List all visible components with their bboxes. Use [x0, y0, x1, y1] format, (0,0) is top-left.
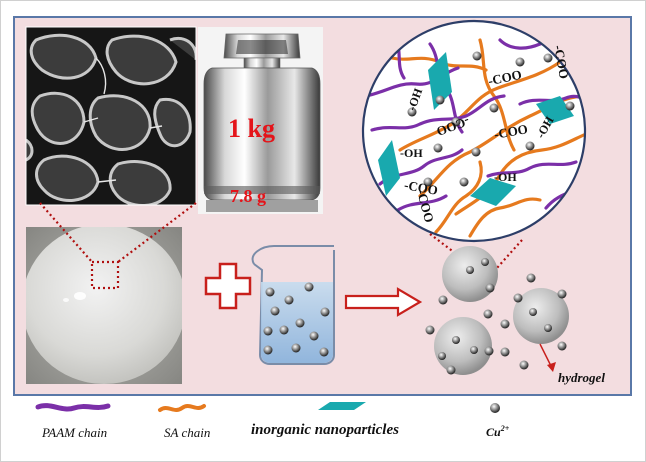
reaction-arrow [344, 287, 423, 317]
gel-sphere-3 [434, 317, 492, 375]
zoom-box [90, 260, 120, 290]
gel-sphere-2 [513, 288, 569, 344]
legend-cu-label: Cu2+ [486, 424, 509, 440]
legend-sa-label: SA chain [164, 425, 211, 440]
weight-mass-label: 1 kg [228, 114, 275, 143]
plus-icon [204, 262, 252, 310]
oh-group-label: -OH [400, 146, 423, 160]
legend [35, 402, 500, 413]
hydrogel-sphere [26, 227, 182, 384]
legend-sa-swatch [158, 404, 206, 412]
cu-ions-zoom [407, 51, 575, 187]
legend-paam-swatch [35, 403, 111, 412]
legend-cu-text: Cu [486, 425, 501, 439]
legend-np-label: inorganic nanoparticles [251, 422, 399, 438]
legend-cu-charge: 2+ [500, 424, 510, 433]
gel-mass-label: 7.8 g [230, 186, 266, 206]
sem-micrograph [25, 26, 197, 206]
oh-group-label: -OH [494, 170, 517, 184]
cu-ions-solution [425, 258, 567, 375]
weight-photo [198, 27, 323, 214]
legend-paam-label: PAAM chain [42, 425, 108, 440]
network-zoom [361, 19, 587, 243]
cu-ions-beaker [263, 282, 330, 357]
legend-np-swatch [318, 402, 366, 410]
hydrogel-sphere-photo [26, 227, 182, 384]
hydrogel-label: hydrogel [558, 370, 605, 385]
nanoparticles-zoom [378, 52, 574, 206]
legend-cu-swatch [490, 403, 500, 413]
